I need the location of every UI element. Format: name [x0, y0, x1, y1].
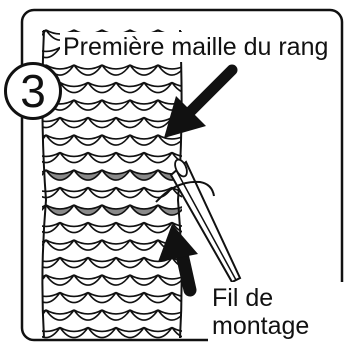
- stitch-loop: [60, 223, 88, 233]
- stitch-loop: [144, 293, 172, 303]
- stitch-loop: [60, 293, 88, 303]
- stitch-loop: [88, 223, 116, 233]
- step-number-badge: 3: [4, 62, 62, 120]
- stitch-loop: [172, 328, 200, 338]
- stitch-loop: [186, 135, 214, 145]
- stitch-loop: [130, 275, 158, 285]
- stitch-loop: [32, 328, 60, 338]
- stitch-loop: [60, 83, 88, 93]
- stitch-loop: [32, 223, 60, 233]
- stitch-loop: [46, 135, 74, 145]
- stitch-loop: [88, 153, 116, 163]
- stitch-loop: [46, 240, 74, 250]
- stitch-loop: [46, 170, 74, 180]
- stitch-loop: [158, 205, 186, 215]
- stitch-loop: [32, 293, 60, 303]
- stitch-loop: [116, 293, 144, 303]
- stitch-loop: [74, 100, 102, 110]
- stitch-loop: [144, 153, 172, 163]
- stitch-loop: [130, 135, 158, 145]
- stitch-loop: [130, 100, 158, 110]
- stitch-loop: [46, 275, 74, 285]
- stitch-loop: [130, 240, 158, 250]
- stitch-loop: [32, 48, 60, 58]
- stitch-loop: [74, 310, 102, 320]
- stitch-loop: [88, 328, 116, 338]
- stitch-loop: [88, 293, 116, 303]
- stitch-loop: [46, 205, 74, 215]
- stitch-loop: [46, 310, 74, 320]
- stitch-loop: [74, 205, 102, 215]
- stitch-loop: [88, 258, 116, 268]
- stitch-loop: [74, 275, 102, 285]
- stitch-loop: [102, 240, 130, 250]
- stitch-loop: [130, 205, 158, 215]
- stitch-loop: [102, 205, 130, 215]
- stitch-loop: [200, 153, 228, 163]
- stitch-loop: [88, 188, 116, 198]
- stitch-loop: [116, 188, 144, 198]
- stitch-loop: [102, 310, 130, 320]
- stitch-loop: [130, 310, 158, 320]
- stitch-loop: [102, 135, 130, 145]
- first-stitch-label: Première maille du rang: [60, 32, 331, 62]
- stitch-loop: [60, 153, 88, 163]
- stitch-loop: [32, 258, 60, 268]
- stitch-loop: [32, 153, 60, 163]
- stitch-loop: [60, 328, 88, 338]
- stitch-loop: [144, 223, 172, 233]
- stitch-loop: [102, 170, 130, 180]
- stitch-loop: [74, 135, 102, 145]
- stitch-loop: [130, 65, 158, 75]
- arrow-down-left-icon: [164, 70, 232, 138]
- stitch-loop: [116, 258, 144, 268]
- cast-on-label-line1: Fil de: [212, 284, 342, 312]
- stitch-loop: [60, 118, 88, 128]
- stitch-loop: [144, 83, 172, 93]
- stitch-loop: [88, 83, 116, 93]
- stitch-loop: [116, 153, 144, 163]
- stitch-loop: [102, 100, 130, 110]
- stitch-loop: [88, 118, 116, 128]
- stitch-loop: [116, 223, 144, 233]
- stitch-loop: [74, 65, 102, 75]
- stitch-loop: [116, 83, 144, 93]
- stitch-loop: [102, 65, 130, 75]
- stitch-loop: [74, 240, 102, 250]
- stitch-loop: [60, 188, 88, 198]
- stitch-loop: [60, 258, 88, 268]
- stitch-loop: [130, 170, 158, 180]
- stitch-loop: [74, 170, 102, 180]
- stitch-loop: [144, 328, 172, 338]
- stitch-loop: [186, 65, 214, 75]
- cast-on-thread-label: Fil de montage: [208, 282, 346, 342]
- stitch-loop: [116, 118, 144, 128]
- stitch-loop: [102, 275, 130, 285]
- cast-on-label-line2: montage: [212, 312, 342, 340]
- stitch-loop: [172, 83, 200, 93]
- stitch-loop: [116, 328, 144, 338]
